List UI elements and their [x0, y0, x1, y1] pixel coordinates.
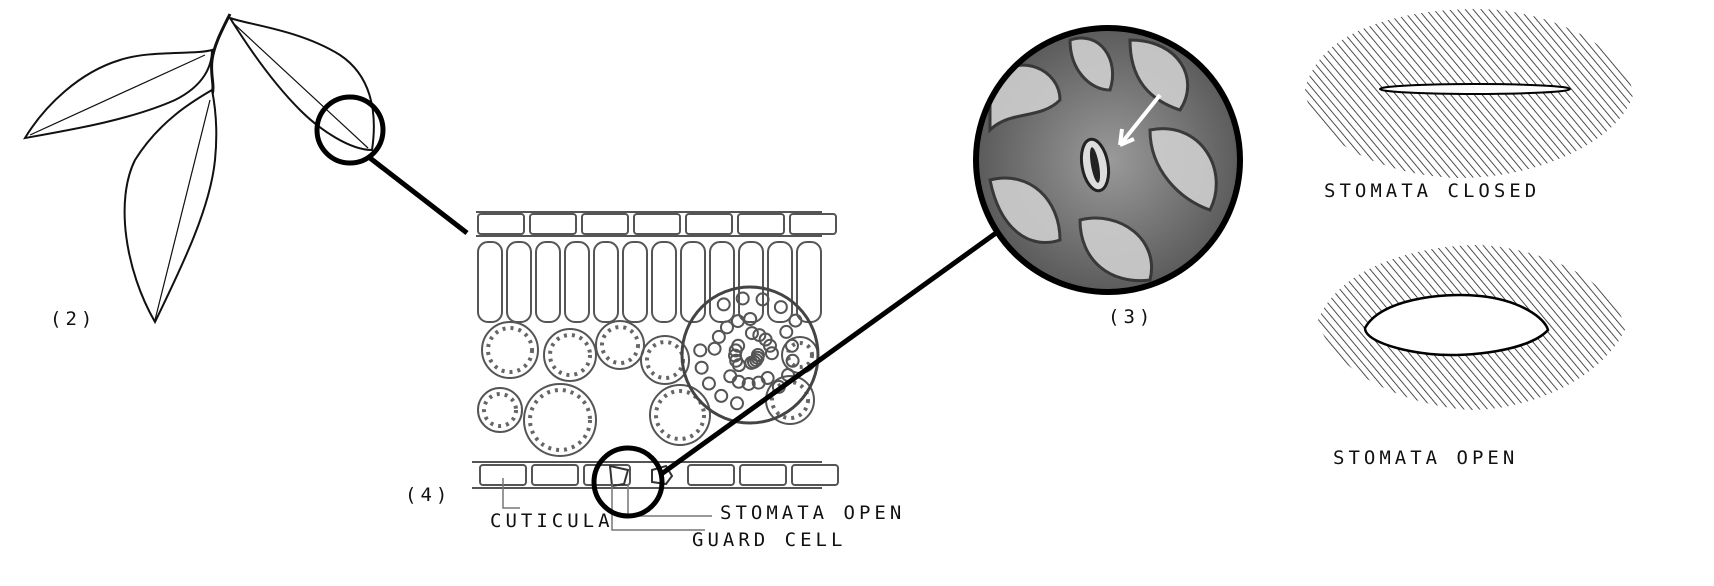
- cell: [741, 376, 756, 391]
- cell: [764, 346, 779, 361]
- cell: [564, 241, 590, 323]
- label-stomata-closed: STOMATA CLOSED: [1324, 180, 1541, 202]
- stoma-zoom-circle: [591, 445, 665, 519]
- label-stomata-open-pointer: STOMATA OPEN: [720, 502, 906, 524]
- cell: [728, 348, 743, 363]
- cell: [528, 388, 592, 452]
- cell: [729, 353, 744, 368]
- cell: [593, 241, 619, 323]
- cell: [730, 396, 745, 411]
- cell: [762, 338, 777, 353]
- cell: [709, 241, 735, 323]
- cell: [767, 241, 793, 323]
- cell: [755, 292, 770, 307]
- cell: [723, 369, 738, 384]
- leaf-cross-section: [472, 211, 839, 531]
- cell: [716, 297, 731, 312]
- label-cross-section: (4): [405, 484, 452, 506]
- cell: [785, 353, 800, 368]
- cell: [535, 241, 561, 323]
- cell: [680, 241, 706, 323]
- cell: [714, 388, 729, 403]
- cell: [482, 392, 518, 428]
- cell: [477, 241, 503, 323]
- connector-line-2: [658, 230, 998, 478]
- cell: [531, 464, 579, 486]
- cell: [770, 380, 810, 420]
- cell: [744, 326, 759, 341]
- label-micrograph: (3): [1108, 306, 1155, 328]
- cell: [744, 355, 759, 370]
- cell: [529, 213, 577, 235]
- cell: [737, 213, 785, 235]
- leaf-sprig: [22, 13, 375, 325]
- label-guard-cell: GUARD CELL: [692, 529, 847, 551]
- cell: [595, 320, 645, 370]
- cell: [786, 341, 814, 369]
- cell: [735, 291, 750, 306]
- cell: [649, 384, 711, 446]
- micrograph-circle: [973, 25, 1243, 295]
- cell: [751, 375, 766, 390]
- cell: [477, 387, 523, 433]
- connector-line-1: [368, 156, 469, 235]
- cell: [581, 213, 629, 235]
- cell: [687, 464, 735, 486]
- cell: [707, 341, 722, 356]
- label-cuticula: CUTICULA: [490, 510, 614, 532]
- cell: [719, 320, 734, 335]
- cell: [548, 333, 592, 377]
- cell: [779, 324, 794, 339]
- label-stomata-open: STOMATA OPEN: [1333, 447, 1519, 469]
- stoma-closed-illustration: [1305, 9, 1633, 178]
- cell: [701, 376, 716, 391]
- cell: [640, 335, 690, 385]
- cell: [506, 241, 532, 323]
- cell: [773, 300, 788, 315]
- cell: [785, 338, 800, 353]
- cell: [693, 343, 708, 358]
- cell: [600, 325, 640, 365]
- cell: [788, 313, 803, 328]
- cell: [486, 326, 534, 374]
- cell: [694, 360, 709, 375]
- cell: [789, 213, 837, 235]
- stoma-micrograph: [976, 28, 1240, 292]
- cell: [685, 213, 733, 235]
- cell: [739, 464, 787, 486]
- cell: [743, 312, 758, 327]
- cell: [791, 464, 839, 486]
- cell: [523, 383, 597, 457]
- cell: [583, 464, 631, 486]
- cell: [730, 314, 745, 329]
- leaf-zoom-circle: [314, 94, 386, 166]
- cell: [654, 389, 706, 441]
- cell: [633, 213, 681, 235]
- cell: [731, 338, 746, 353]
- cell: [543, 328, 597, 382]
- cell: [622, 241, 648, 323]
- cell: [645, 340, 685, 380]
- cell: [477, 213, 525, 235]
- label-leaf: (2): [50, 308, 97, 330]
- stoma-open-illustration: [1318, 245, 1625, 410]
- cell: [481, 321, 539, 379]
- cell: [711, 329, 726, 344]
- cell: [738, 241, 764, 323]
- cell: [651, 241, 677, 323]
